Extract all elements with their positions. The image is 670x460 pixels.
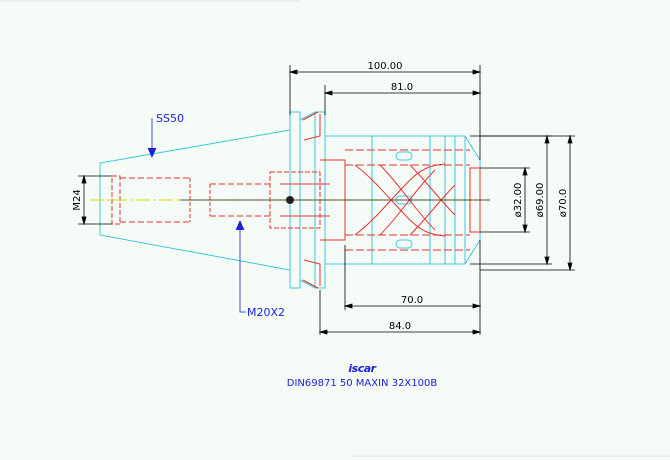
dimension-lines — [78, 65, 575, 335]
callout-drawbar-thread: M20X2 — [247, 306, 285, 319]
callout-leaders — [147, 118, 246, 313]
dim-body-length: 81.0 — [391, 82, 413, 93]
title-designation: DIN69871 50 MAXIN 32X100B — [287, 378, 438, 389]
dim-flange-diameter: ø70.0 — [558, 189, 569, 217]
dim-outer-diameter: ø69.00 — [535, 183, 546, 218]
dim-overall-length: 100.00 — [368, 61, 403, 72]
hidden-lines — [111, 111, 481, 289]
callout-taper: SS50 — [156, 112, 184, 125]
logo-text: iscar — [348, 362, 376, 375]
pivot-marker — [286, 196, 294, 204]
brand-logo: iscar — [348, 362, 377, 375]
flange-left — [289, 111, 301, 289]
dim-collet-length: 70.0 — [401, 295, 423, 306]
callout-rear-thread: M24 — [72, 189, 83, 210]
dim-bore-diameter: ø32.00 — [513, 183, 524, 218]
dim-gauge-length: 84.0 — [389, 321, 411, 332]
